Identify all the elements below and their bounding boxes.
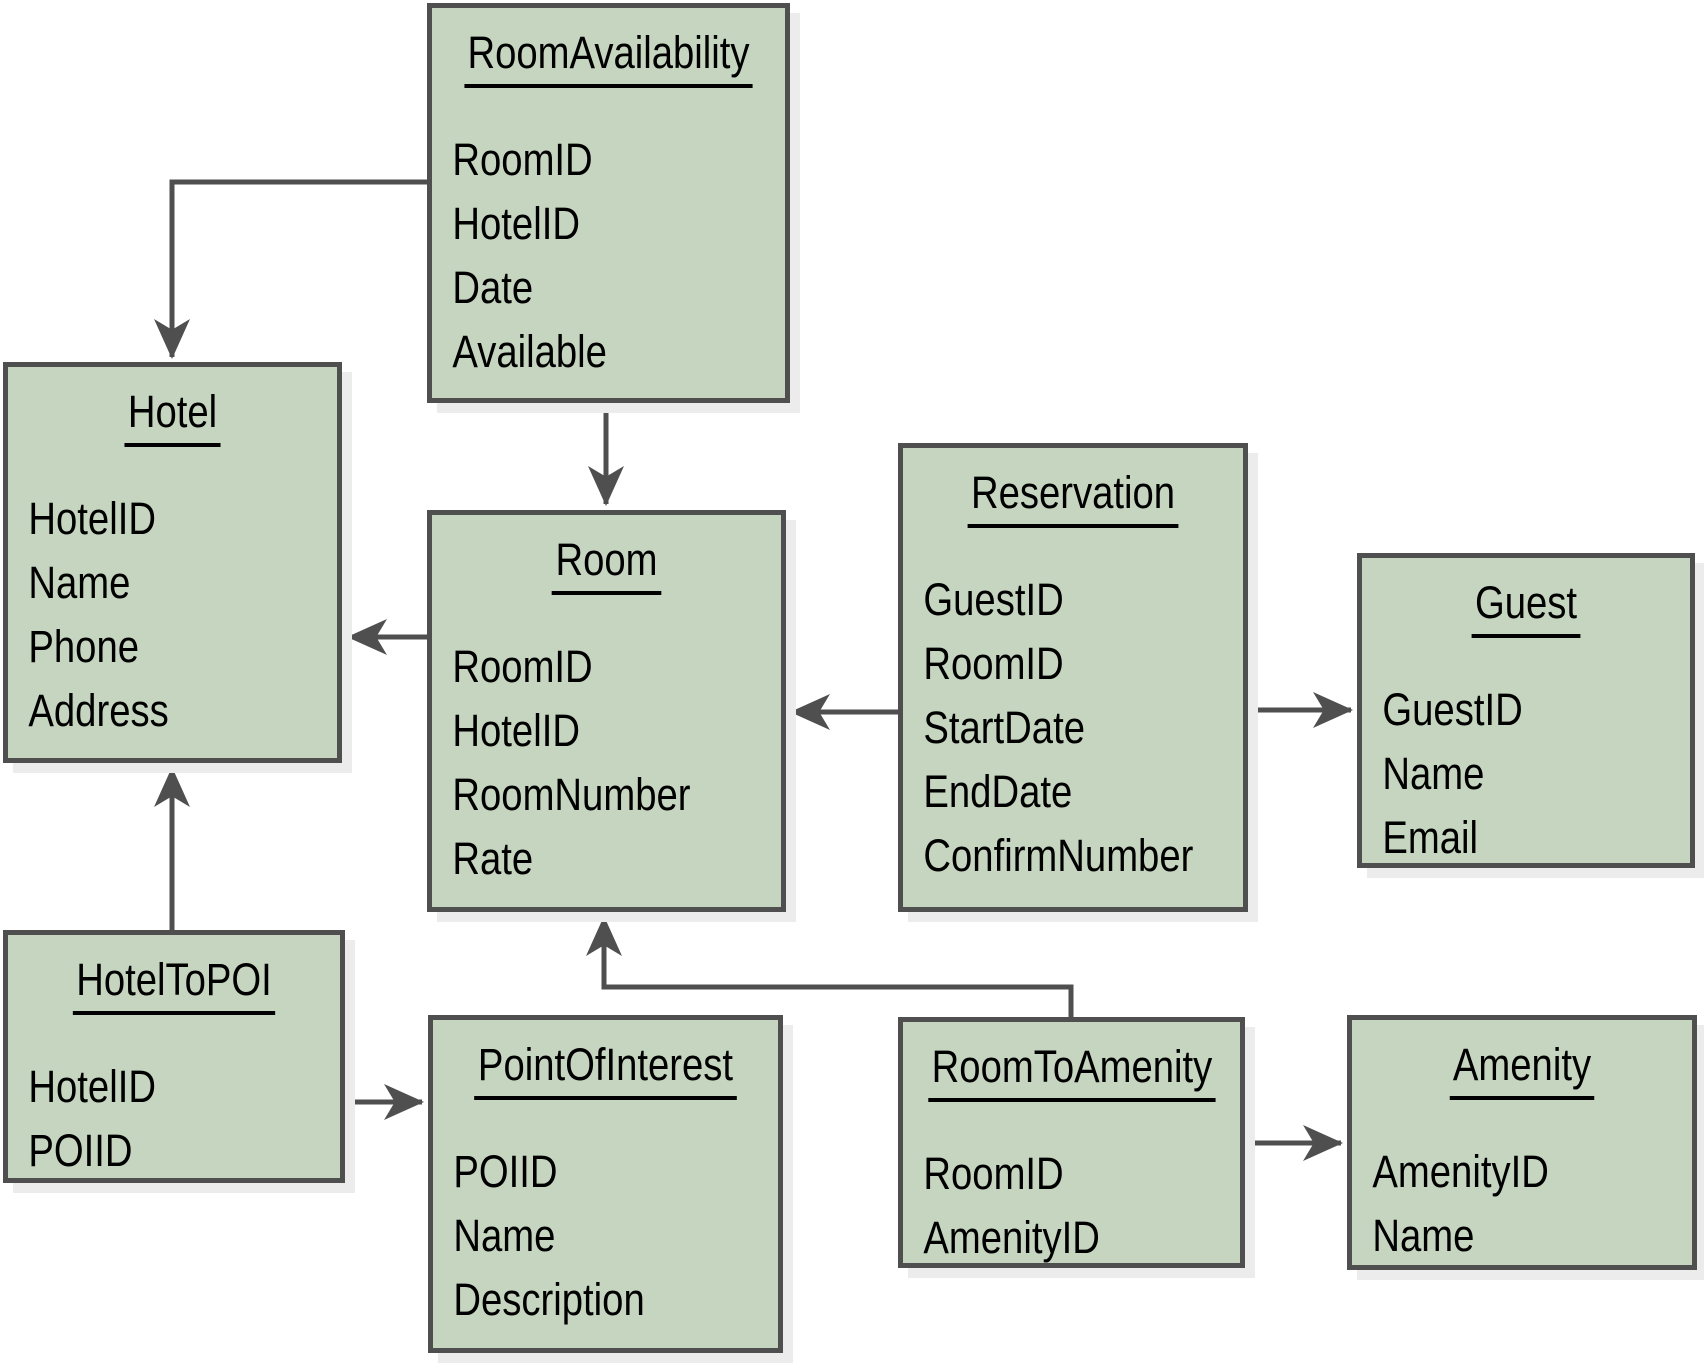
entity-field: Phone	[28, 621, 140, 672]
entity-field: ConfirmNumber	[923, 830, 1194, 881]
entity-field: POIID	[28, 1125, 133, 1176]
entity-field-list: AmenityID Name	[1352, 1140, 1692, 1268]
entity-field: RoomID	[923, 1148, 1064, 1199]
entity-title-row: Room	[458, 515, 755, 595]
entity-room-availability: RoomAvailability RoomID HotelID Date Ava…	[427, 3, 790, 403]
entity-field: HotelID	[28, 493, 156, 544]
entity-field: RoomID	[452, 641, 593, 692]
entity-title: Room	[552, 531, 661, 595]
entity-reservation: Reservation GuestID RoomID StartDate End…	[898, 443, 1248, 912]
entity-field: Available	[452, 326, 607, 377]
entity-title: Reservation	[967, 464, 1179, 528]
entity-field: GuestID	[923, 574, 1064, 625]
entity-field: Description	[453, 1274, 645, 1325]
entity-amenity: Amenity AmenityID Name	[1347, 1015, 1697, 1270]
entity-title: PointOfInterest	[474, 1036, 737, 1100]
entity-field: POIID	[453, 1146, 558, 1197]
entity-field-list: HotelID POIID	[8, 1055, 340, 1183]
entity-title-row: RoomToAmenity	[928, 1022, 1216, 1102]
entity-title-row: HotelToPOI	[33, 935, 315, 1015]
entity-field: HotelID	[452, 198, 580, 249]
entity-field-list: RoomID HotelID RoomNumber Rate	[432, 635, 781, 891]
entity-title: HotelToPOI	[72, 951, 276, 1015]
entity-title: RoomAvailability	[464, 24, 753, 88]
entity-title: Guest	[1471, 574, 1581, 638]
entity-title-row: Hotel	[33, 367, 313, 447]
entity-field: RoomID	[452, 134, 593, 185]
entity-field: Name	[1382, 748, 1485, 799]
entity-title-row: Amenity	[1378, 1020, 1667, 1100]
entity-field: RoomNumber	[452, 769, 691, 820]
entity-guest: Guest GuestID Name Email	[1357, 553, 1695, 868]
entity-title-row: PointOfInterest	[459, 1020, 752, 1100]
entity-title: RoomToAmenity	[928, 1038, 1216, 1102]
entity-hotel-to-poi: HotelToPOI HotelID POIID	[3, 930, 345, 1183]
entity-field: Email	[1382, 812, 1479, 863]
entity-room: Room RoomID HotelID RoomNumber Rate	[427, 510, 786, 912]
entity-hotel: Hotel HotelID Name Phone Address	[3, 362, 342, 763]
entity-field: Name	[28, 557, 131, 608]
entity-field: HotelID	[28, 1061, 156, 1112]
entity-title: Hotel	[124, 383, 221, 447]
entity-field: Name	[453, 1210, 556, 1261]
entity-title: Amenity	[1449, 1036, 1595, 1100]
entity-room-to-amenity: RoomToAmenity RoomID AmenityID	[898, 1017, 1245, 1268]
entity-field: GuestID	[1382, 684, 1523, 735]
entity-title-row: Reservation	[929, 448, 1218, 528]
entity-field: RoomID	[923, 638, 1064, 689]
entity-field: StartDate	[923, 702, 1085, 753]
entity-field: Date	[452, 262, 534, 313]
entity-field: AmenityID	[923, 1212, 1100, 1263]
entity-field: EndDate	[923, 766, 1073, 817]
entity-field: Address	[28, 685, 169, 736]
arrow-roomtoamenity-to-room	[586, 916, 1074, 1017]
entity-field: AmenityID	[1372, 1146, 1549, 1197]
entity-field-list: RoomID AmenityID	[903, 1142, 1240, 1270]
entity-field: Rate	[452, 833, 534, 884]
entity-point-of-interest: PointOfInterest POIID Name Description	[428, 1015, 783, 1353]
arrow-roomavailability-to-hotel	[154, 179, 427, 359]
entity-field-list: HotelID Name Phone Address	[8, 487, 337, 743]
entity-title-row: Guest	[1387, 558, 1666, 638]
entity-field: Name	[1372, 1210, 1475, 1261]
entity-field-list: GuestID Name Email	[1362, 678, 1690, 870]
entity-field-list: RoomID HotelID Date Available	[432, 128, 785, 384]
entity-field-list: GuestID RoomID StartDate EndDate Confirm…	[903, 568, 1243, 888]
entity-field-list: POIID Name Description	[433, 1140, 778, 1332]
entity-title-row: RoomAvailability	[458, 8, 758, 88]
entity-field: HotelID	[452, 705, 580, 756]
